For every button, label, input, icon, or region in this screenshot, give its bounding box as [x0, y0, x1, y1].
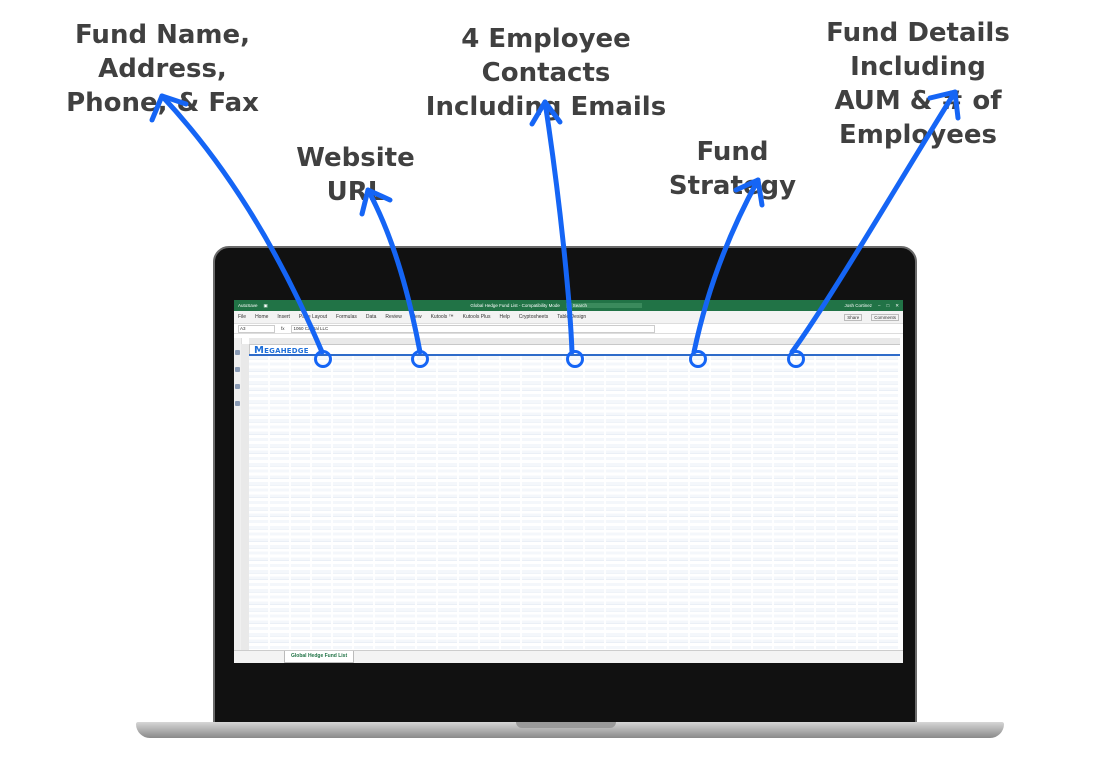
callout-contacts-line2: Including Emails [425, 92, 667, 122]
ribbon-tab-data[interactable]: Data [365, 314, 377, 320]
name-box[interactable]: A3 [238, 324, 275, 333]
excel-titlebar: AutoSave ▣ Global Hedge Fund List - Comp… [234, 300, 903, 311]
ribbon-tab-insert[interactable]: Insert [277, 314, 290, 320]
save-icon[interactable]: ▣ [263, 302, 268, 308]
ribbon-tab-view[interactable]: View [410, 314, 422, 320]
status-bar: Global Hedge Fund List [234, 650, 903, 663]
column-headers[interactable] [249, 338, 900, 345]
share-button[interactable]: Share [844, 313, 863, 321]
highlight-circle-details [787, 350, 805, 368]
formula-bar: A3 fx 1060 Capital LLC [234, 324, 903, 334]
search-icon: ⌕ [568, 303, 572, 308]
callout-details-line1: Fund Details Including [826, 18, 1010, 82]
spreadsheet-grid[interactable] [249, 356, 900, 650]
callout-fund-name-line2: Phone, & Fax [66, 88, 259, 118]
sheet-tab-global-hedge-fund-list[interactable]: Global Hedge Fund List [284, 651, 355, 663]
formula-input[interactable]: 1060 Capital LLC [290, 324, 655, 333]
ribbon-tab-kutools[interactable]: Kutools ™ [430, 314, 454, 320]
panel-icon[interactable] [235, 350, 240, 355]
search-placeholder: Search [572, 303, 587, 308]
highlight-circle-fund-name [314, 350, 332, 368]
callout-fund-name-line1: Fund Name, Address, [74, 20, 251, 84]
ribbon-tab-file[interactable]: File [238, 314, 247, 320]
ribbon-tab-home[interactable]: Home [255, 314, 269, 320]
workbook-title: Global Hedge Fund List - Compatibility M… [470, 303, 560, 308]
minimize-icon[interactable]: – [878, 303, 881, 308]
comments-button[interactable]: Comments [871, 313, 899, 321]
laptop-base [136, 722, 1004, 738]
highlight-circle-strategy [689, 350, 707, 368]
fx-icon: fx [281, 326, 285, 331]
search-box[interactable]: ⌕ Search [565, 303, 642, 308]
callout-details: Fund Details Including AUM & # of Employ… [768, 16, 1068, 152]
ribbon-tab-kutools-plus[interactable]: Kutools Plus [462, 314, 491, 320]
panel-icon[interactable] [235, 367, 240, 372]
laptop-notch [516, 722, 616, 728]
callout-contacts: 4 Employee Contacts Including Emails [405, 22, 687, 124]
panel-icon[interactable] [235, 401, 240, 406]
close-icon[interactable]: ✕ [895, 302, 900, 308]
maximize-icon[interactable]: □ [886, 303, 890, 308]
ribbon-tab-cryptosheets[interactable]: Cryptosheets [518, 314, 549, 320]
ribbon-tab-review[interactable]: Review [385, 314, 402, 320]
callout-fund-name: Fund Name, Address, Phone, & Fax [30, 18, 295, 120]
callout-contacts-line1: 4 Employee Contacts [461, 24, 631, 88]
ribbon-tabs: File Home Insert Page Layout Formulas Da… [234, 311, 903, 324]
callout-website: Website URL [296, 143, 415, 207]
user-name[interactable]: Josh Cortinez [844, 303, 872, 308]
panel-icon[interactable] [235, 384, 240, 389]
callout-strategy: Fund Strategy [668, 137, 797, 201]
ribbon-tab-help[interactable]: Help [499, 314, 510, 320]
highlight-circle-contacts [566, 350, 584, 368]
highlight-circle-website [411, 350, 429, 368]
ribbon-tab-table-design[interactable]: Table Design [557, 314, 587, 320]
ribbon-tab-formulas[interactable]: Formulas [336, 314, 357, 320]
autosave-toggle[interactable]: AutoSave [238, 303, 258, 308]
ribbon-tab-page-layout[interactable]: Page Layout [298, 314, 328, 320]
